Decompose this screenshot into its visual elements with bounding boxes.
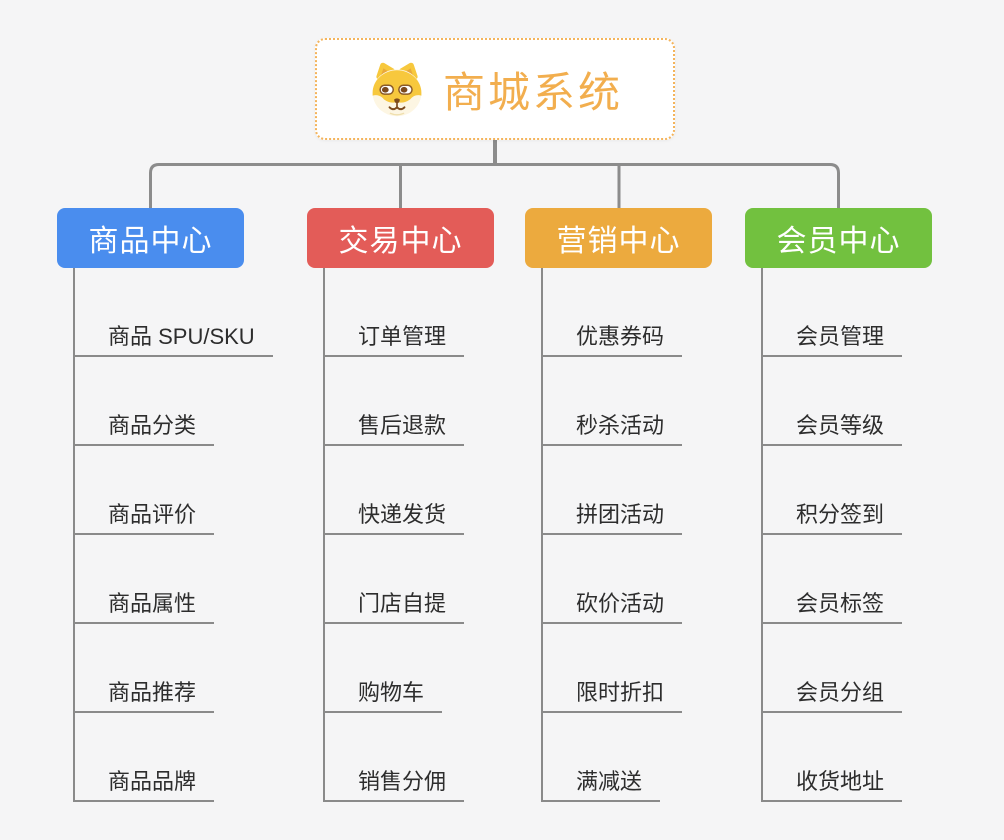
leaf-node-after-sale-refund[interactable]: 售后退款 bbox=[325, 357, 465, 446]
leaf-node-shopping-cart[interactable]: 购物车 bbox=[325, 624, 443, 713]
leaf-node-member-group[interactable]: 会员分组 bbox=[763, 624, 903, 713]
leaf-node-order-management[interactable]: 订单管理 bbox=[325, 268, 465, 357]
branch-children-product: 商品 SPU/SKU 商品分类 商品评价 商品属性 商品推荐 商品品牌 bbox=[73, 268, 307, 802]
leaf-node-group-buying[interactable]: 拼团活动 bbox=[543, 446, 683, 535]
leaf-node-member-tag[interactable]: 会员标签 bbox=[763, 535, 903, 624]
leaf-node-express-delivery[interactable]: 快递发货 bbox=[325, 446, 465, 535]
leaf-node-limited-time-discount[interactable]: 限时折扣 bbox=[543, 624, 683, 713]
branch-node-trade-center[interactable]: 交易中心 bbox=[307, 208, 494, 268]
branch-children-marketing: 优惠券码 秒杀活动 拼团活动 砍价活动 限时折扣 满减送 bbox=[541, 268, 775, 802]
branch-children-trade: 订单管理 售后退款 快递发货 门店自提 购物车 销售分佣 bbox=[323, 268, 557, 802]
branch-node-member-center[interactable]: 会员中心 bbox=[745, 208, 932, 268]
leaf-node-product-brand[interactable]: 商品品牌 bbox=[75, 713, 215, 802]
leaf-node-store-pickup[interactable]: 门店自提 bbox=[325, 535, 465, 624]
branch-column-marketing: 营销中心 优惠券码 秒杀活动 拼团活动 砍价活动 限时折扣 满减送 bbox=[525, 208, 775, 802]
leaf-node-flash-sale[interactable]: 秒杀活动 bbox=[543, 357, 683, 446]
leaf-node-bargain-activity[interactable]: 砍价活动 bbox=[543, 535, 683, 624]
leaf-node-full-reduction[interactable]: 满减送 bbox=[543, 713, 661, 802]
leaf-node-coupon-code[interactable]: 优惠券码 bbox=[543, 268, 683, 357]
root-label: 商城系统 bbox=[442, 68, 623, 116]
leaf-node-member-management[interactable]: 会员管理 bbox=[763, 268, 903, 357]
branch-column-trade: 交易中心 订单管理 售后退款 快递发货 门店自提 购物车 销售分佣 bbox=[307, 208, 557, 802]
leaf-node-product-spu-sku[interactable]: 商品 SPU/SKU bbox=[75, 268, 273, 357]
branch-node-marketing-center[interactable]: 营销中心 bbox=[525, 208, 712, 268]
leaf-node-shipping-address[interactable]: 收货地址 bbox=[763, 713, 903, 802]
leaf-node-points-checkin[interactable]: 积分签到 bbox=[763, 446, 903, 535]
leaf-node-product-attribute[interactable]: 商品属性 bbox=[75, 535, 215, 624]
branch-node-product-center[interactable]: 商品中心 bbox=[57, 208, 244, 268]
dog-face-icon bbox=[372, 62, 422, 117]
leaf-node-product-recommend[interactable]: 商品推荐 bbox=[75, 624, 215, 713]
branch-children-member: 会员管理 会员等级 积分签到 会员标签 会员分组 收货地址 bbox=[761, 268, 995, 802]
branch-column-member: 会员中心 会员管理 会员等级 积分签到 会员标签 会员分组 收货地址 bbox=[745, 208, 995, 802]
leaf-node-product-category[interactable]: 商品分类 bbox=[75, 357, 215, 446]
leaf-node-product-review[interactable]: 商品评价 bbox=[75, 446, 215, 535]
leaf-node-sales-commission[interactable]: 销售分佣 bbox=[325, 713, 465, 802]
branch-column-product: 商品中心 商品 SPU/SKU 商品分类 商品评价 商品属性 商品推荐 商品品牌 bbox=[57, 208, 307, 802]
root-node[interactable]: 商城系统 bbox=[315, 38, 675, 140]
leaf-node-member-level[interactable]: 会员等级 bbox=[763, 357, 903, 446]
